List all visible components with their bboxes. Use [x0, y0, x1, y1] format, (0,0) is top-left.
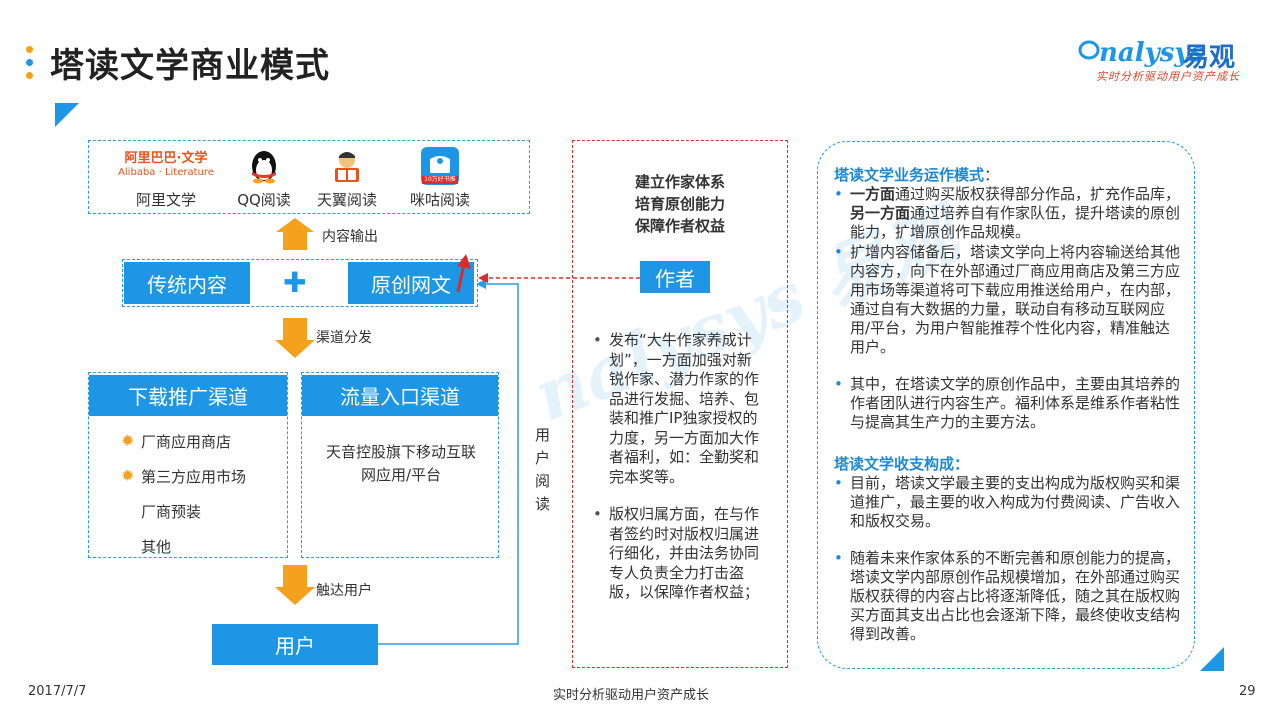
analysys-logo [1078, 36, 1100, 66]
business-model-heading: 塔读文学业务运作模式： [834, 164, 999, 185]
channel-item: ✹ 厂商应用商店 [121, 431, 232, 452]
page-title: 塔读文学商业模式 [50, 46, 330, 86]
page-number: 29 [1239, 684, 1256, 699]
migu-icon: 10万好书推 [395, 147, 485, 185]
down-arrow-body [283, 565, 307, 587]
platform-name: QQ阅读 [237, 191, 291, 209]
channel-distribution-label: 渠道分发 [316, 330, 372, 346]
platform-name: 天翼阅读 [316, 191, 377, 209]
alibaba-literature-logo: 阿里巴巴·文学 Alibaba · Literature [111, 147, 221, 185]
plus-icon: ✚ [283, 266, 307, 299]
channel-item-label: 厂商应用商店 [141, 433, 232, 451]
traffic-channel-title: 流量入口渠道 [302, 375, 498, 416]
channel-item-label: 第三方应用市场 [141, 468, 247, 486]
traffic-channel-text: 天音控股旗下移动互联网应用/平台 [326, 443, 477, 484]
download-channel-box: 下载推广渠道 ✹ 厂商应用商店 ✹ 第三方应用市场 厂商预装 其他 [88, 372, 288, 558]
platform-name: 咪咕阅读 [409, 191, 470, 209]
rp-bullet: 扩增内容储备后，塔读文学向上将内容输送给其他内容方，向下在外部通过厂商应用商店及… [830, 243, 1182, 357]
heading-colon: ： [984, 166, 1000, 184]
down-arrow-icon [275, 340, 315, 358]
author-heading-line: 保障作者权益 [634, 217, 725, 235]
platform-tianyi: 天翼阅读 [302, 147, 392, 210]
original-content-box: 原创网文 [348, 262, 474, 304]
author-arrow [478, 273, 640, 283]
growth-arrow-icon [456, 254, 471, 293]
logo-text: nalysys [1099, 38, 1205, 68]
channel-item: ✹ 第三方应用市场 [121, 466, 247, 487]
platforms-box: 阿里巴巴·文学 Alibaba · Literature 阿里文学 QQ阅读 [88, 140, 530, 214]
migu-badge: 10万好书推 [422, 176, 458, 184]
finance-list: 目前，塔读文学最主要的支出构成为版权购买和渠道推广，最主要的收入构成为付费阅读、… [830, 474, 1182, 644]
channel-item: 其他 [141, 538, 172, 556]
traditional-content-box: 传统内容 [124, 262, 250, 304]
alibaba-logo-en: Alibaba · Literature [118, 167, 214, 178]
rp-bullet: 随着未来作家体系的不断完善和原创能力的提高，塔读文学内部原创作品规模增加，在外部… [830, 549, 1182, 644]
up-arrow-body [283, 232, 307, 250]
logo-cn: 易观 [1183, 43, 1236, 73]
download-channel-title: 下载推广渠道 [89, 375, 287, 416]
rp-bullet: 目前，塔读文学最主要的支出构成为版权购买和渠道推广，最主要的收入构成为付费阅读、… [830, 474, 1182, 531]
content-output-label: 内容输出 [322, 229, 378, 245]
author-heading: 建立作家体系 培育原创能力 保障作者权益 [573, 171, 787, 237]
logo-a-icon [1078, 40, 1100, 60]
right-panel: 塔读文学业务运作模式： 一方面通过购买版权获得部分作品，扩充作品库，另一方面通过… [817, 141, 1195, 669]
corner-triangle [55, 103, 79, 127]
user-reading-label: 用户阅读 [535, 426, 551, 513]
rp-bullet: 一方面通过购买版权获得部分作品，扩充作品库，另一方面通过培养自有作家队伍，提升塔… [830, 185, 1182, 242]
author-heading-line: 建立作家体系 [634, 173, 725, 191]
author-heading-line: 培育原创能力 [634, 195, 725, 213]
channel-item: 厂商预装 [141, 503, 202, 521]
down-arrow-body [283, 318, 307, 340]
platform-qq: QQ阅读 [219, 147, 309, 210]
title-dot [26, 46, 33, 53]
traffic-channel-box: 流量入口渠道 天音控股旗下移动互联网应用/平台 [301, 372, 499, 558]
platform-alibaba: 阿里巴巴·文学 Alibaba · Literature 阿里文学 [111, 147, 221, 210]
reader-icon [302, 147, 392, 185]
content-row [122, 259, 478, 307]
down-arrow-icon [275, 587, 315, 605]
rp-bullet: 其中，在塔读文学的原创作品中，主要由其培养的作者团队进行内容生产。福利体系是维系… [830, 375, 1182, 432]
b1-part1: 一方面 [850, 185, 896, 203]
author-tag: 作者 [640, 261, 710, 293]
author-bullet: 发布“大牛作家养成计划”，一方面加强对新锐作家、潜力作家的作品进行发掘、培养、包… [591, 331, 763, 487]
footer-tagline: 实时分析驱动用户资产成长 [553, 688, 710, 703]
heading-colon: ： [954, 455, 970, 473]
gear-icon: ✹ [121, 431, 135, 450]
title-dot [26, 72, 33, 79]
finance-heading: 塔读文学收支构成： [834, 453, 969, 474]
reach-users-label: 触达用户 [316, 583, 372, 599]
business-model-list: 一方面通过购买版权获得部分作品，扩充作品库，另一方面通过培养自有作家队伍，提升塔… [830, 185, 1182, 432]
up-arrow-icon [276, 218, 314, 232]
finance-heading-text: 塔读文学收支构成 [834, 455, 955, 473]
title-dot [26, 59, 33, 66]
b1-part3: 另一方面 [850, 204, 911, 222]
author-panel: 建立作家体系 培育原创能力 保障作者权益 发布“大牛作家养成计划”，一方面加强对… [572, 140, 788, 668]
user-reading-connector [378, 279, 519, 645]
author-bullets: 发布“大牛作家养成计划”，一方面加强对新锐作家、潜力作家的作品进行发掘、培养、包… [591, 331, 763, 621]
b1-part4: 通过培养自有作家队伍，提升塔读的原创能力，扩增原创作品规模。 [850, 204, 1181, 241]
logo-tagline: 实时分析驱动用户资产成长 [1096, 70, 1240, 83]
gear-icon: ✹ [121, 466, 135, 485]
business-model-heading-text: 塔读文学业务运作模式 [834, 166, 985, 184]
penguin-icon [219, 147, 309, 185]
platform-migu: 10万好书推 咪咕阅读 [395, 147, 485, 210]
b1-part2: 通过购买版权获得部分作品，扩充作品库， [895, 185, 1181, 203]
footer-date: 2017/7/7 [28, 684, 87, 699]
corner-triangle [1200, 647, 1224, 671]
platform-name: 阿里文学 [135, 191, 196, 209]
author-bullet: 版权归属方面，在与作者签约时对版权归属进行细化，并由法务协同专人负责全力打击盗版… [591, 505, 763, 603]
alibaba-logo-cn: 阿里巴巴·文学 [124, 151, 208, 166]
user-box: 用户 [212, 624, 378, 665]
